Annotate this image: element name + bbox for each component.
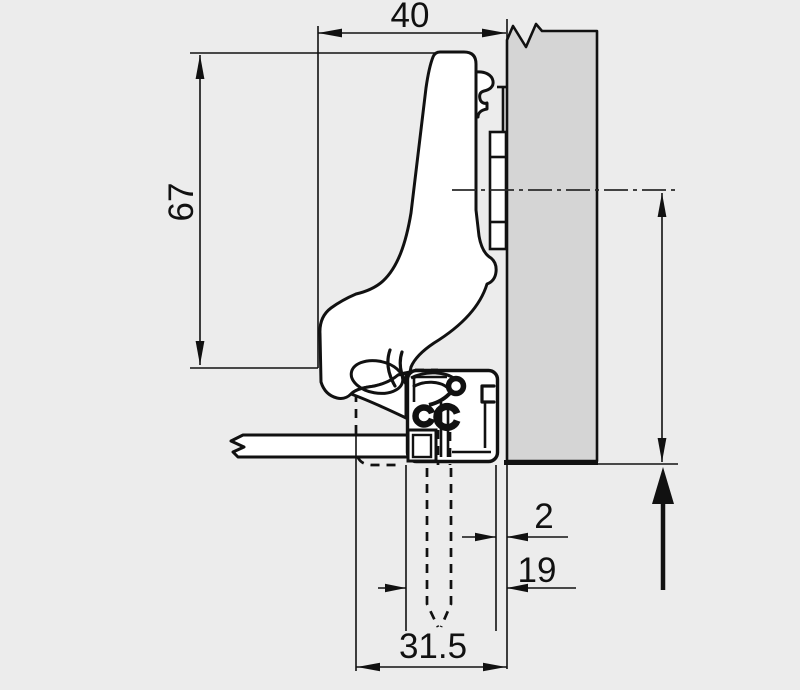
dimension-67-label: 67 bbox=[162, 183, 201, 222]
dimension-gap-2: 2 bbox=[462, 497, 568, 542]
lower-extension-lines bbox=[405, 463, 678, 669]
cup-pivot-ring-right bbox=[433, 403, 461, 431]
dimension-height-67: 67 bbox=[162, 55, 205, 365]
lever-link-detail bbox=[349, 359, 405, 395]
dimension-right-vertical bbox=[657, 193, 667, 462]
dimension-31-5-label: 31.5 bbox=[399, 627, 467, 666]
glass-clamp-block bbox=[406, 428, 438, 463]
reference-arrow-up bbox=[652, 467, 674, 590]
hinge-cup-profile bbox=[405, 368, 500, 465]
dimension-overlay-40: 40 bbox=[318, 0, 506, 38]
cabinet-side-panel bbox=[504, 22, 599, 465]
cup-right-notch bbox=[480, 384, 496, 404]
dimension-19-label: 19 bbox=[518, 551, 557, 590]
cup-pivot-ring-left bbox=[412, 404, 436, 428]
dimension-2-label: 2 bbox=[534, 497, 553, 536]
dimension-40-label: 40 bbox=[391, 0, 430, 35]
extension-lines bbox=[190, 19, 508, 369]
mounting-plate bbox=[488, 85, 508, 251]
cup-spring-detail bbox=[410, 371, 467, 407]
dimension-drilling-31-5: 31.5 bbox=[356, 627, 507, 672]
dimension-depth-19: 19 bbox=[378, 551, 576, 593]
hinge-arm bbox=[318, 50, 498, 420]
door-panel-bar bbox=[229, 433, 432, 459]
arm-clip-detail bbox=[474, 70, 495, 119]
